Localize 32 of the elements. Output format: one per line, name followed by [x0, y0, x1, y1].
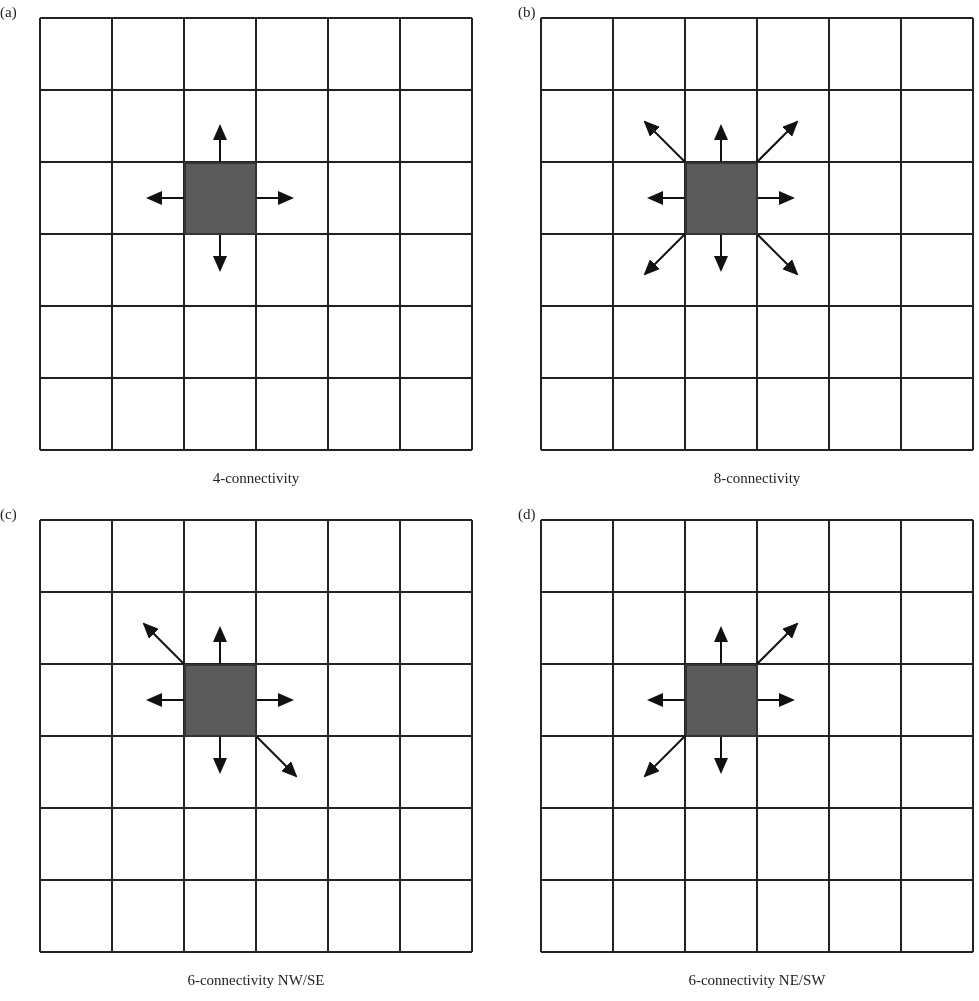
shaded-cell	[685, 162, 758, 235]
arrow	[643, 120, 686, 163]
panel-label: (d)	[518, 506, 536, 523]
arrow	[647, 191, 686, 205]
panel-label: (b)	[518, 4, 536, 21]
arrow	[213, 735, 227, 774]
arrow	[756, 622, 799, 665]
arrow	[142, 622, 185, 665]
caption: 4-connectivity	[212, 470, 300, 487]
arrow	[756, 233, 799, 276]
arrow	[714, 124, 728, 163]
arrow	[756, 120, 799, 163]
arrow	[714, 233, 728, 272]
shaded-cell	[184, 162, 257, 235]
arrow	[213, 233, 227, 272]
arrow	[146, 191, 185, 205]
panel-label: (c)	[0, 506, 17, 523]
arrow	[714, 626, 728, 665]
arrow	[647, 693, 686, 707]
shaded-cell	[685, 664, 758, 737]
arrow	[643, 735, 686, 778]
arrow	[643, 233, 686, 276]
caption: 8-connectivity	[713, 470, 801, 487]
caption: 6-connectivity NE/SW	[688, 972, 826, 989]
shaded-cell	[184, 664, 257, 737]
arrow	[714, 735, 728, 774]
arrow	[255, 735, 298, 778]
arrow	[213, 124, 227, 163]
arrow	[213, 626, 227, 665]
arrow	[146, 693, 185, 707]
caption: 6-connectivity NW/SE	[187, 972, 325, 989]
panel-label: (a)	[0, 4, 17, 21]
